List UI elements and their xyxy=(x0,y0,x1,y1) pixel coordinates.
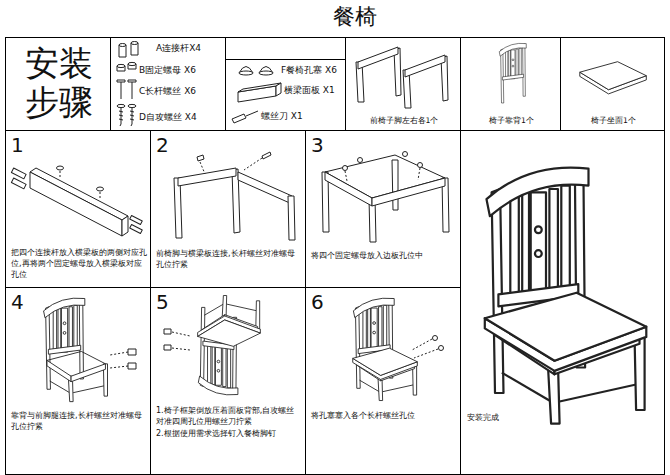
step-number: 5 xyxy=(156,289,169,316)
part-cell: 前椅子脚左右各1个 xyxy=(345,37,461,131)
step-description: 把四个连接杆放入横梁板的两侧对应孔位,再将两个固定螺母放入横梁板对应孔位 xyxy=(11,248,147,280)
final-panel: 安装完成 xyxy=(460,130,665,475)
step-description: 1.椅子框架倒放压着面板背部,自攻螺丝对准四周孔位用螺丝刀拧紧 xyxy=(156,406,302,428)
step-panel: 6 将孔塞塞入各个长杆螺丝孔位 xyxy=(305,287,461,475)
parts-list-cell: A连接杆X4B固定螺母 X6 C长杆螺丝 X6 D自攻螺丝 X4 F餐椅孔塞 X6 横梁… xyxy=(110,37,346,131)
step-panel: 5 1.椅子框架倒放压着面板背部,自攻螺丝对准四周孔位用螺丝刀拧紧2.根据使用需求… xyxy=(150,287,306,475)
step-description: 将四个固定螺母放入边板孔位中 xyxy=(311,251,457,262)
part-caption: 前椅子脚左右各1个 xyxy=(346,116,462,126)
step-panel: 1 把四个连接杆放入横梁板的两侧对应孔位,再将两个固定螺母放入横梁板对应孔位 xyxy=(5,130,151,288)
step-number: 3 xyxy=(311,132,324,159)
step-panel: 2 前椅脚与横梁板连接,长杆螺丝对准螺母孔位拧紧 xyxy=(150,130,306,288)
part-name: B固定螺母 X6 xyxy=(139,64,196,76)
step-description: 将孔塞塞入各个长杆螺丝孔位 xyxy=(311,411,457,422)
heading-cell: 安装 步骤 xyxy=(5,37,111,131)
part-name: D自攻螺丝 X4 xyxy=(139,111,197,123)
part-cell: 椅子坐面1个 xyxy=(560,37,665,131)
part-name: F餐椅孔塞 X6 xyxy=(281,64,337,76)
step-number: 4 xyxy=(11,289,24,316)
part-name: A连接杆X4 xyxy=(156,42,201,54)
step-number: 1 xyxy=(11,132,24,159)
step-description: 前椅脚与横梁板连接,长杆螺丝对准螺母孔位拧紧 xyxy=(156,249,302,271)
step-number: 2 xyxy=(156,132,169,159)
step-number: 6 xyxy=(311,289,324,316)
page-title: 餐椅 xyxy=(290,3,420,32)
step-panel: 4 靠背与前脚腿连接,长杆螺丝对准螺母孔位拧紧 xyxy=(5,287,151,475)
final-caption: 安装完成 xyxy=(467,413,499,424)
part-caption: 椅子坐面1个 xyxy=(561,116,666,126)
heading-text: 安装 步骤 xyxy=(12,44,106,122)
step-description: 靠背与前脚腿连接,长杆螺丝对准螺母孔位拧紧 xyxy=(11,411,147,433)
part-name: 横梁面板 X1 xyxy=(284,84,335,96)
part-cell: 椅子靠背1个 xyxy=(460,37,561,131)
part-caption: 椅子靠背1个 xyxy=(461,116,562,126)
step-panel: 3 将四个固定螺母放入边板孔位中 xyxy=(305,130,461,288)
step-description: 2.根据使用需求选择钉入餐椅脚钉 xyxy=(156,429,302,440)
part-name: C长杆螺丝 X6 xyxy=(139,85,196,97)
part-name: 螺丝刀 X1 xyxy=(261,110,303,122)
